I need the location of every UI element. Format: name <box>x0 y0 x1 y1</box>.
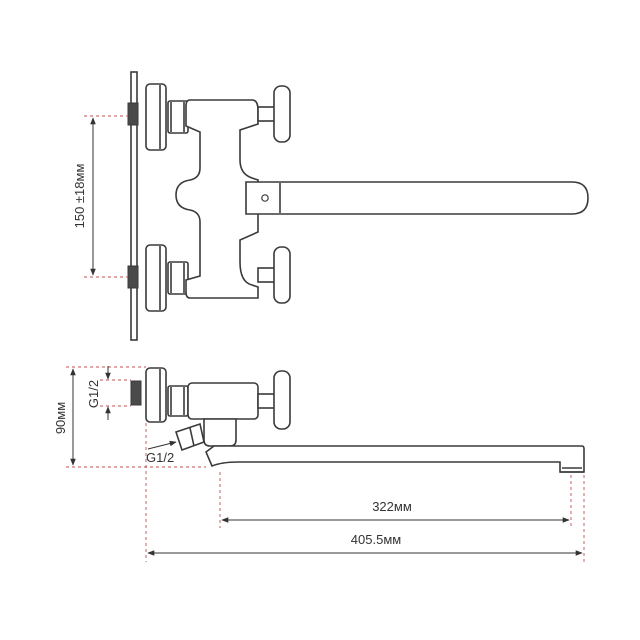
top-spout <box>245 181 589 215</box>
spout-length-label: 322мм <box>372 499 412 514</box>
top-view: 150 ±18мм <box>72 71 589 341</box>
outlet-thread-label: G1/2 <box>146 450 174 465</box>
side-outlet-plug <box>174 422 205 452</box>
wall-strip <box>130 71 138 341</box>
side-handle <box>273 370 291 430</box>
lower-nut <box>167 261 189 295</box>
spout-screw <box>261 194 269 202</box>
lower-inlet <box>127 244 189 312</box>
side-spout <box>205 445 585 473</box>
lower-flange <box>145 244 167 312</box>
inlet-thread-label: G1/2 <box>86 380 101 408</box>
center-distance-label: 150 ±18мм <box>72 164 87 229</box>
mixer-body <box>175 99 259 299</box>
lower-handle <box>257 246 291 304</box>
side-inlet-thread <box>130 380 142 406</box>
upper-handle <box>257 85 291 143</box>
side-flange <box>145 367 167 423</box>
side-view: 90мм G1/2 G1/2 322мм 405.5мм <box>53 366 585 562</box>
upper-inlet <box>127 83 189 151</box>
overall-length-label: 405.5мм <box>351 532 401 547</box>
side-body <box>187 382 259 420</box>
upper-flange <box>145 83 167 151</box>
upper-thread <box>127 102 139 126</box>
height-label: 90мм <box>53 402 68 434</box>
lower-thread <box>127 265 139 289</box>
side-swivel <box>203 418 237 447</box>
